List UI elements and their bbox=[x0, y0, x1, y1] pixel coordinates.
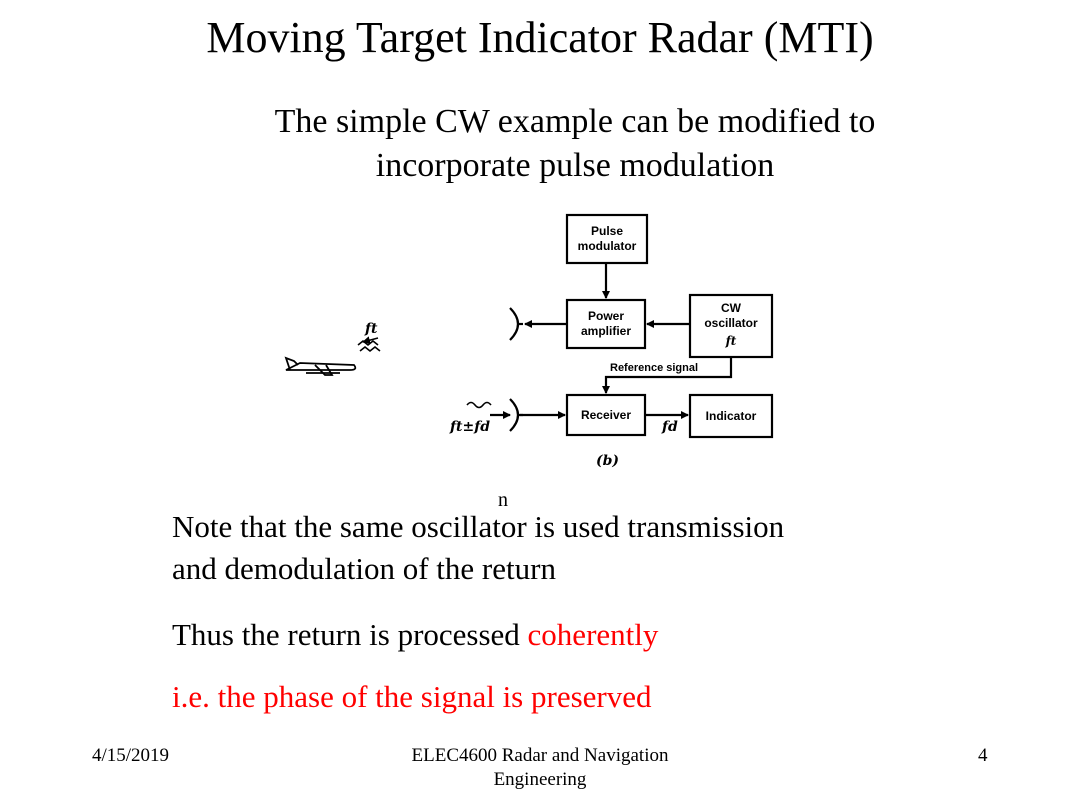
thus-prefix: Thus the return is processed bbox=[172, 617, 528, 652]
aircraft-icon bbox=[284, 356, 357, 376]
receiver-label: Receiver bbox=[581, 408, 631, 422]
antenna-icon bbox=[509, 398, 523, 432]
antenna-icon bbox=[509, 307, 523, 341]
power-amplifier-label-2: amplifier bbox=[581, 324, 631, 338]
pulse-modulator-label-1: Pulse bbox=[591, 224, 623, 238]
coherent-processing-line: Thus the return is processed coherently bbox=[172, 614, 992, 656]
subtitle-line-1: The simple CW example can be modified to bbox=[274, 103, 876, 140]
footer-date: 4/15/2019 bbox=[92, 745, 170, 766]
reference-signal-line bbox=[602, 357, 733, 394]
subtitle-line-2: incorporate pulse modulation bbox=[375, 147, 775, 184]
footer-course-line-1: ELEC4600 Radar and Navigation bbox=[411, 745, 669, 766]
cw-oscillator-label-2: oscillator bbox=[704, 316, 758, 330]
indicator-label: Indicator bbox=[706, 409, 757, 423]
rx-frequency-label: ft±fd bbox=[449, 419, 490, 435]
tx-frequency-label: ft bbox=[364, 321, 378, 337]
note-line-1: Note that the same oscillator is used tr… bbox=[172, 509, 785, 544]
footer-page-number: 4 bbox=[978, 745, 988, 766]
footer-course: ELEC4600 Radar and Navigation Engineerin… bbox=[340, 744, 740, 792]
footer-course-line-2: Engineering bbox=[493, 769, 587, 790]
coherently-highlight: coherently bbox=[527, 617, 659, 652]
slide-subtitle: The simple CW example can be modified to… bbox=[150, 100, 1000, 188]
fd-output-label: fd bbox=[661, 419, 678, 435]
mti-block-diagram: Pulse modulator Power amplifier CW oscil… bbox=[284, 213, 774, 469]
phase-preserved-line: i.e. the phase of the signal is preserve… bbox=[172, 679, 652, 714]
wave-icon bbox=[466, 401, 492, 409]
cw-oscillator-label-1: CW bbox=[721, 301, 742, 315]
note-line-2: and demodulation of the return bbox=[172, 551, 556, 586]
power-amplifier-label-1: Power bbox=[588, 309, 624, 323]
pulse-modulator-label-2: modulator bbox=[578, 239, 637, 253]
cw-oscillator-label-3: ft bbox=[725, 334, 737, 348]
indicator-block bbox=[688, 393, 774, 439]
reference-signal-label: Reference signal bbox=[610, 362, 698, 374]
note-paragraph: Note that the same oscillator is used tr… bbox=[172, 506, 992, 590]
wave-icon bbox=[357, 336, 381, 353]
slide-title: Moving Target Indicator Radar (MTI) bbox=[206, 13, 874, 62]
figure-tag: (b) bbox=[596, 453, 619, 469]
inserted-character: n bbox=[498, 489, 508, 511]
